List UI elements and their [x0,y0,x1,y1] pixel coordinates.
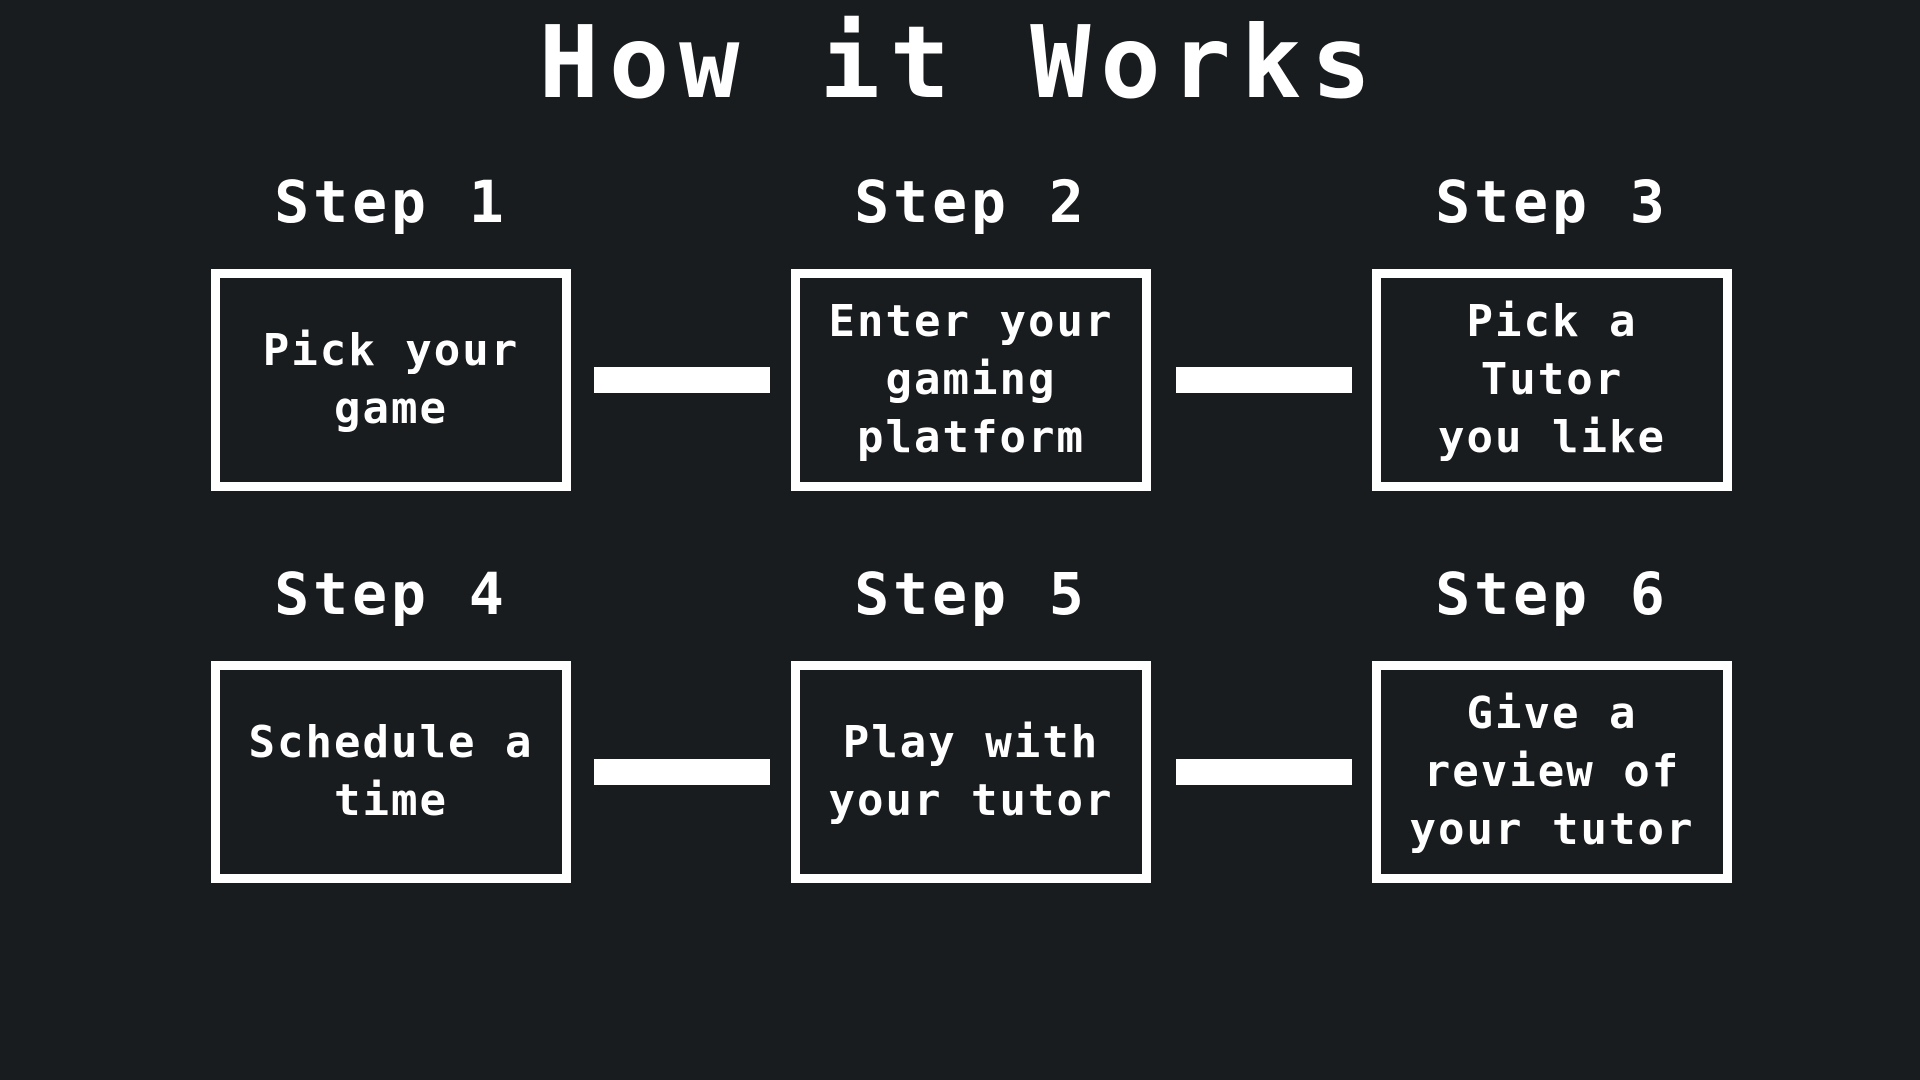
step-1-box: Pick your game [211,269,571,491]
step-6-text: Give a review of your tutor [1409,687,1695,856]
step-5-label: Step 5 [854,560,1088,628]
step-5-box: Play with your tutor [791,661,1151,883]
step-5-text: Play with your tutor [828,716,1114,826]
step-1: Step 1 Pick your game [211,173,571,491]
step-3-text: Pick a Tutor you like [1438,295,1666,464]
connector-step1-step2 [594,367,770,393]
connector-step5-step6 [1176,759,1352,785]
step-1-text: Pick your game [262,324,520,434]
connector-step2-step3 [1176,367,1352,393]
step-4-box: Schedule a time [211,661,571,883]
step-3-label: Step 3 [1435,168,1669,236]
step-6: Step 6 Give a review of your tutor [1372,565,1732,883]
step-3: Step 3 Pick a Tutor you like [1372,173,1732,491]
step-2-box: Enter your gaming platform [791,269,1151,491]
connector-step4-step5 [594,759,770,785]
step-4-text: Schedule a time [248,716,534,826]
step-6-label: Step 6 [1435,560,1669,628]
step-2-text: Enter your gaming platform [828,295,1114,464]
step-3-box: Pick a Tutor you like [1372,269,1732,491]
step-4: Step 4 Schedule a time [211,565,571,883]
step-2-label: Step 2 [854,168,1088,236]
step-6-box: Give a review of your tutor [1372,661,1732,883]
step-2: Step 2 Enter your gaming platform [791,173,1151,491]
page-title: How it Works [538,4,1382,121]
step-1-label: Step 1 [274,168,508,236]
step-4-label: Step 4 [274,560,508,628]
step-5: Step 5 Play with your tutor [791,565,1151,883]
